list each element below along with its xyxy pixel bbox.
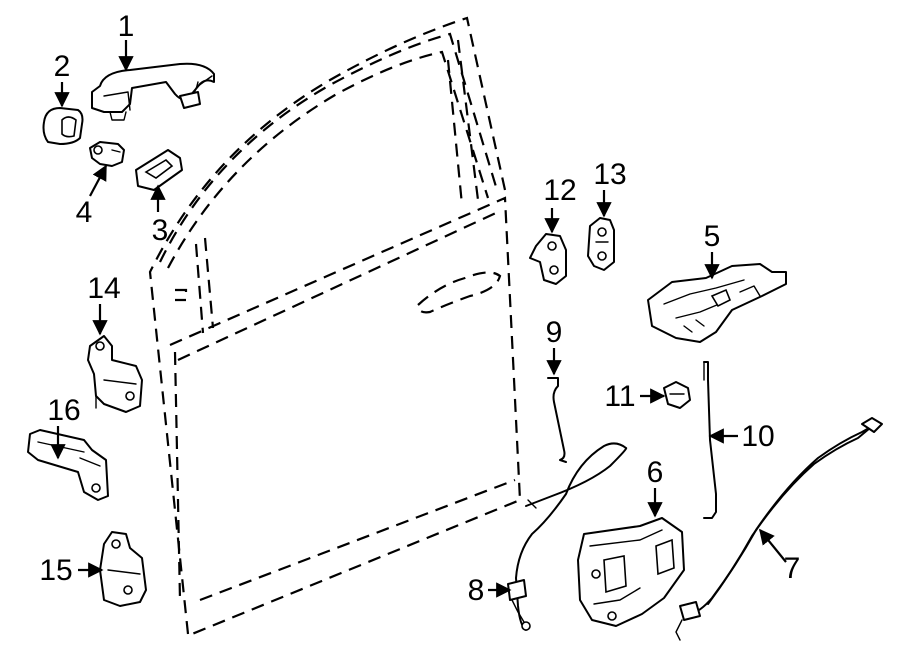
callout-16: 16: [47, 394, 80, 427]
callout-7: 7: [784, 552, 801, 585]
door-outline: [148, 16, 522, 636]
handle-bezel: [135, 149, 183, 191]
callout-9: 9: [546, 316, 563, 349]
callout-labels: 1 2 3 4 5 6 7 8 9 10 11 12 13 14 15 16: [39, 10, 800, 607]
inside-handle: [647, 263, 787, 343]
callout-8: 8: [468, 574, 485, 607]
inside-handle-cable: [507, 442, 628, 631]
callout-11: 11: [604, 380, 635, 413]
lock-rod: [547, 377, 567, 463]
callout-3: 3: [152, 214, 169, 247]
callout-4: 4: [76, 196, 93, 229]
callout-13: 13: [593, 158, 626, 191]
callout-6: 6: [647, 456, 664, 489]
handle-cap: [42, 107, 84, 145]
callout-15: 15: [39, 554, 72, 587]
striker-shim: [587, 217, 615, 271]
lock-cylinder: [89, 141, 125, 167]
callout-14: 14: [87, 272, 120, 305]
callout-1: 1: [118, 10, 135, 43]
callout-5: 5: [704, 220, 721, 253]
rod-clip: [663, 381, 691, 409]
inside-lock-rod: [703, 361, 717, 519]
outside-handle: [91, 62, 215, 121]
door-latch: [577, 517, 685, 627]
callout-10: 10: [741, 420, 774, 453]
lower-hinge: [99, 531, 147, 607]
door-check: [27, 429, 109, 501]
callout-2: 2: [54, 50, 71, 83]
callout-12: 12: [543, 174, 576, 207]
upper-hinge: [87, 335, 143, 413]
door-striker: [529, 233, 567, 285]
outside-release-cable: [675, 417, 883, 641]
leader-arrows: [50, 40, 787, 598]
